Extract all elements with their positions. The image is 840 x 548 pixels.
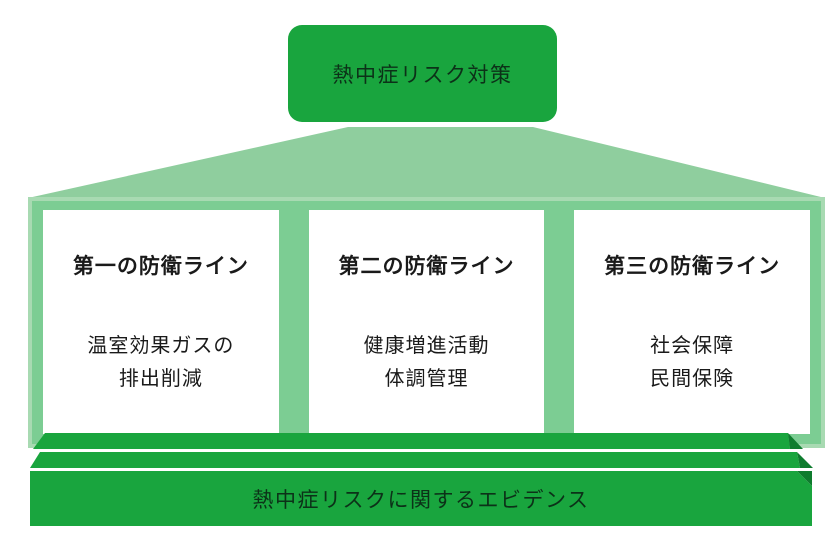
- pillar-second-defense-line: 第二の防衛ライン 健康増進活動 体調管理: [308, 210, 545, 434]
- pillar-body: 社会保障 民間保険: [650, 330, 734, 396]
- diagram-title: 熱中症リスク対策: [332, 63, 513, 87]
- pillars-frame: 第一の防衛ライン 温室効果ガスの 排出削減 第二の防衛ライン 健康増進活動 体調…: [28, 197, 825, 448]
- pillar-body-line: 温室効果ガスの: [87, 335, 235, 357]
- base-step-2-side: [797, 452, 813, 468]
- pillar-body-line: 民間保険: [650, 368, 735, 390]
- pillar-body-line: 社会保障: [650, 335, 735, 357]
- pillar-first-defense-line: 第一の防衛ライン 温室効果ガスの 排出削減: [43, 210, 279, 434]
- base-step-2-face: [30, 452, 800, 468]
- base-step-1-face: [33, 433, 790, 449]
- pillar-body: 温室効果ガスの 排出削減: [87, 330, 234, 396]
- roof-trapezoid: [28, 127, 825, 198]
- pillar-heading: 第二の防衛ライン: [338, 255, 515, 278]
- base-bar-side: [797, 471, 812, 486]
- base-bar-face: [30, 471, 812, 526]
- title-box: 熱中症リスク対策: [288, 25, 557, 122]
- pillar-heading: 第一の防衛ライン: [72, 255, 249, 278]
- pillar-body-line: 体調管理: [384, 368, 469, 390]
- pillar-body: 健康増進活動 体調管理: [364, 330, 490, 396]
- pillar-body-line: 健康増進活動: [363, 335, 490, 357]
- base-evidence-label: 熱中症リスクに関するエビデンス: [252, 488, 590, 512]
- base-step-1-side: [788, 433, 803, 449]
- pillar-heading: 第三の防衛ライン: [604, 255, 781, 278]
- pillar-body-line: 排出削減: [118, 368, 203, 390]
- pillar-third-defense-line: 第三の防衛ライン 社会保障 民間保険: [574, 210, 811, 434]
